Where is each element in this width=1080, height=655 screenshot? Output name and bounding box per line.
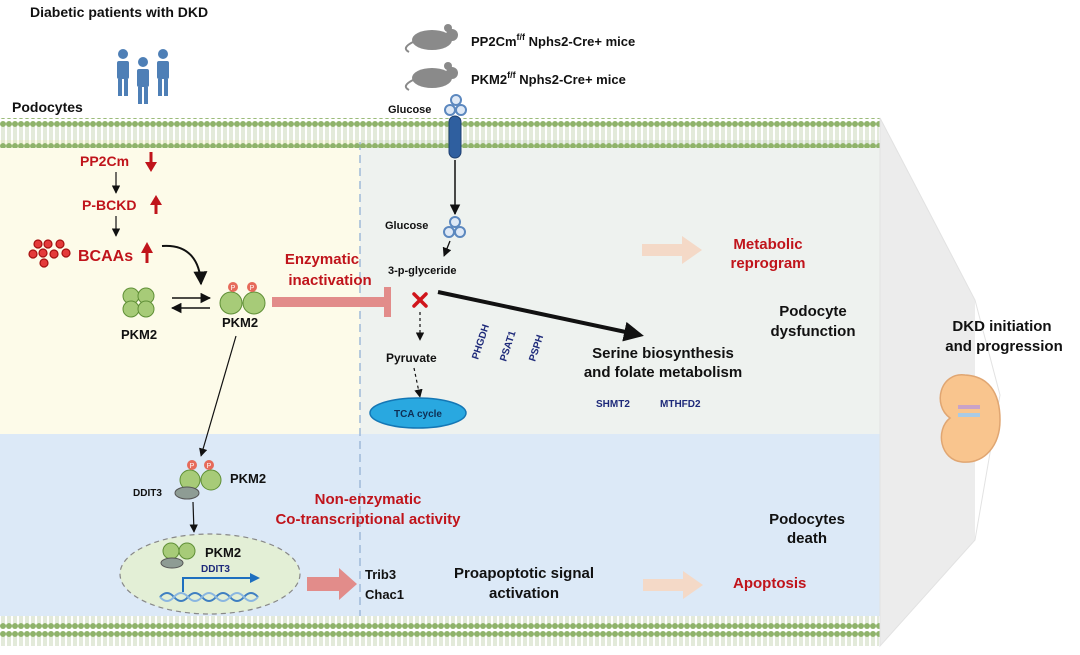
patients-icon	[117, 49, 169, 104]
glucose-molecule-inner	[443, 216, 466, 238]
pkm2-complex-label: PKM2	[230, 471, 266, 486]
apoptosis-label: Apoptosis	[733, 575, 806, 592]
inactivation-bar	[272, 297, 384, 307]
kidney-icon	[939, 374, 1001, 463]
metabolic-line2: reprogram	[730, 255, 805, 272]
pbckd-label: P-BCKD	[82, 197, 136, 213]
ddit3-left-label: DDIT3	[133, 488, 162, 499]
proapoptotic-line2: activation	[489, 585, 559, 602]
bottom-membrane	[0, 616, 880, 646]
ddit3-nucleus-label: DDIT3	[201, 564, 230, 575]
serine-line1: Serine biosynthesis	[592, 345, 734, 362]
svg-text:P: P	[190, 463, 195, 470]
glucose-inner-label: Glucose	[385, 220, 428, 232]
dysfunction-line1: Podocyte	[779, 303, 847, 320]
enzyme-mthfd2: MTHFD2	[660, 399, 701, 410]
proapoptotic-line1: Proapoptotic signal	[454, 565, 594, 582]
svg-text:P: P	[207, 463, 212, 470]
svg-text:P: P	[231, 285, 236, 292]
glucose-molecule-top	[444, 94, 467, 116]
apoptosis-arrow	[643, 571, 703, 599]
serine-line2: and folate metabolism	[584, 364, 742, 381]
mouse-icon	[404, 24, 458, 91]
trib3-label: Trib3	[365, 567, 396, 582]
death-line2: death	[787, 530, 827, 547]
pkm2-in-nucleus	[160, 542, 196, 569]
pkm2-ddit3-complex: P P	[174, 460, 222, 500]
mouse1-label: PP2Cmf/f Nphs2-Cre+ mice	[471, 32, 635, 49]
podocytes-label: Podocytes	[12, 99, 83, 115]
death-line1: Podocytes	[769, 511, 845, 528]
nonenzymatic-line1: Non-enzymatic	[315, 491, 422, 508]
outcome-line1: DKD initiation	[952, 318, 1051, 335]
pkm2-tetramer-left	[122, 287, 155, 318]
mouse2-label: PKM2f/f Nphs2-Cre+ mice	[471, 70, 626, 87]
target-genes-arrow	[307, 568, 357, 600]
bcaas-label: BCAAs	[78, 248, 133, 265]
pkm2-phospho-dimer: P P	[219, 282, 266, 315]
pyruvate-label: Pyruvate	[386, 351, 437, 365]
nonenzymatic-line2: Co-transcriptional activity	[275, 511, 461, 528]
pkm2-left-label: PKM2	[121, 327, 157, 342]
bcaa-molecules-icon	[28, 239, 71, 268]
svg-text:P: P	[250, 285, 255, 292]
chac1-label: Chac1	[365, 587, 404, 602]
dna-helix-icon	[159, 592, 259, 602]
metabolic-line1: Metabolic	[733, 236, 802, 253]
enzymatic-line1: Enzymatic	[285, 251, 359, 268]
tca-cycle-label: TCA cycle	[394, 409, 442, 420]
kidney-fan	[880, 118, 975, 646]
patients-title: Diabetic patients with DKD	[30, 4, 208, 20]
glyceride-label: 3-p-glyceride	[388, 265, 456, 277]
enzyme-shmt2: SHMT2	[596, 399, 630, 410]
cytoplasm-right-zone	[360, 140, 880, 434]
pkm2-nucleus-label: PKM2	[205, 545, 241, 560]
glucose-top-label: Glucose	[388, 104, 431, 116]
pp2cm-label: PP2Cm	[80, 153, 129, 169]
outcome-line2: and progression	[945, 338, 1063, 355]
enzymatic-line2: inactivation	[288, 272, 371, 289]
glucose-transporter	[448, 115, 462, 159]
dysfunction-line2: dysfunction	[771, 323, 856, 340]
cytoplasm-left-zone	[0, 140, 360, 434]
bcaas-up-arrow	[141, 242, 153, 263]
metabolic-arrow	[642, 236, 702, 264]
block-x-icon	[412, 292, 428, 308]
pbckd-up-arrow	[150, 195, 162, 214]
pp2cm-down-arrow	[145, 152, 157, 172]
tca-cycle-ellipse	[369, 397, 467, 429]
pkm2-right-label: PKM2	[222, 315, 258, 330]
transcription-arrow	[182, 577, 252, 592]
top-membrane	[0, 118, 880, 148]
inactivation-bar-end	[384, 287, 391, 317]
